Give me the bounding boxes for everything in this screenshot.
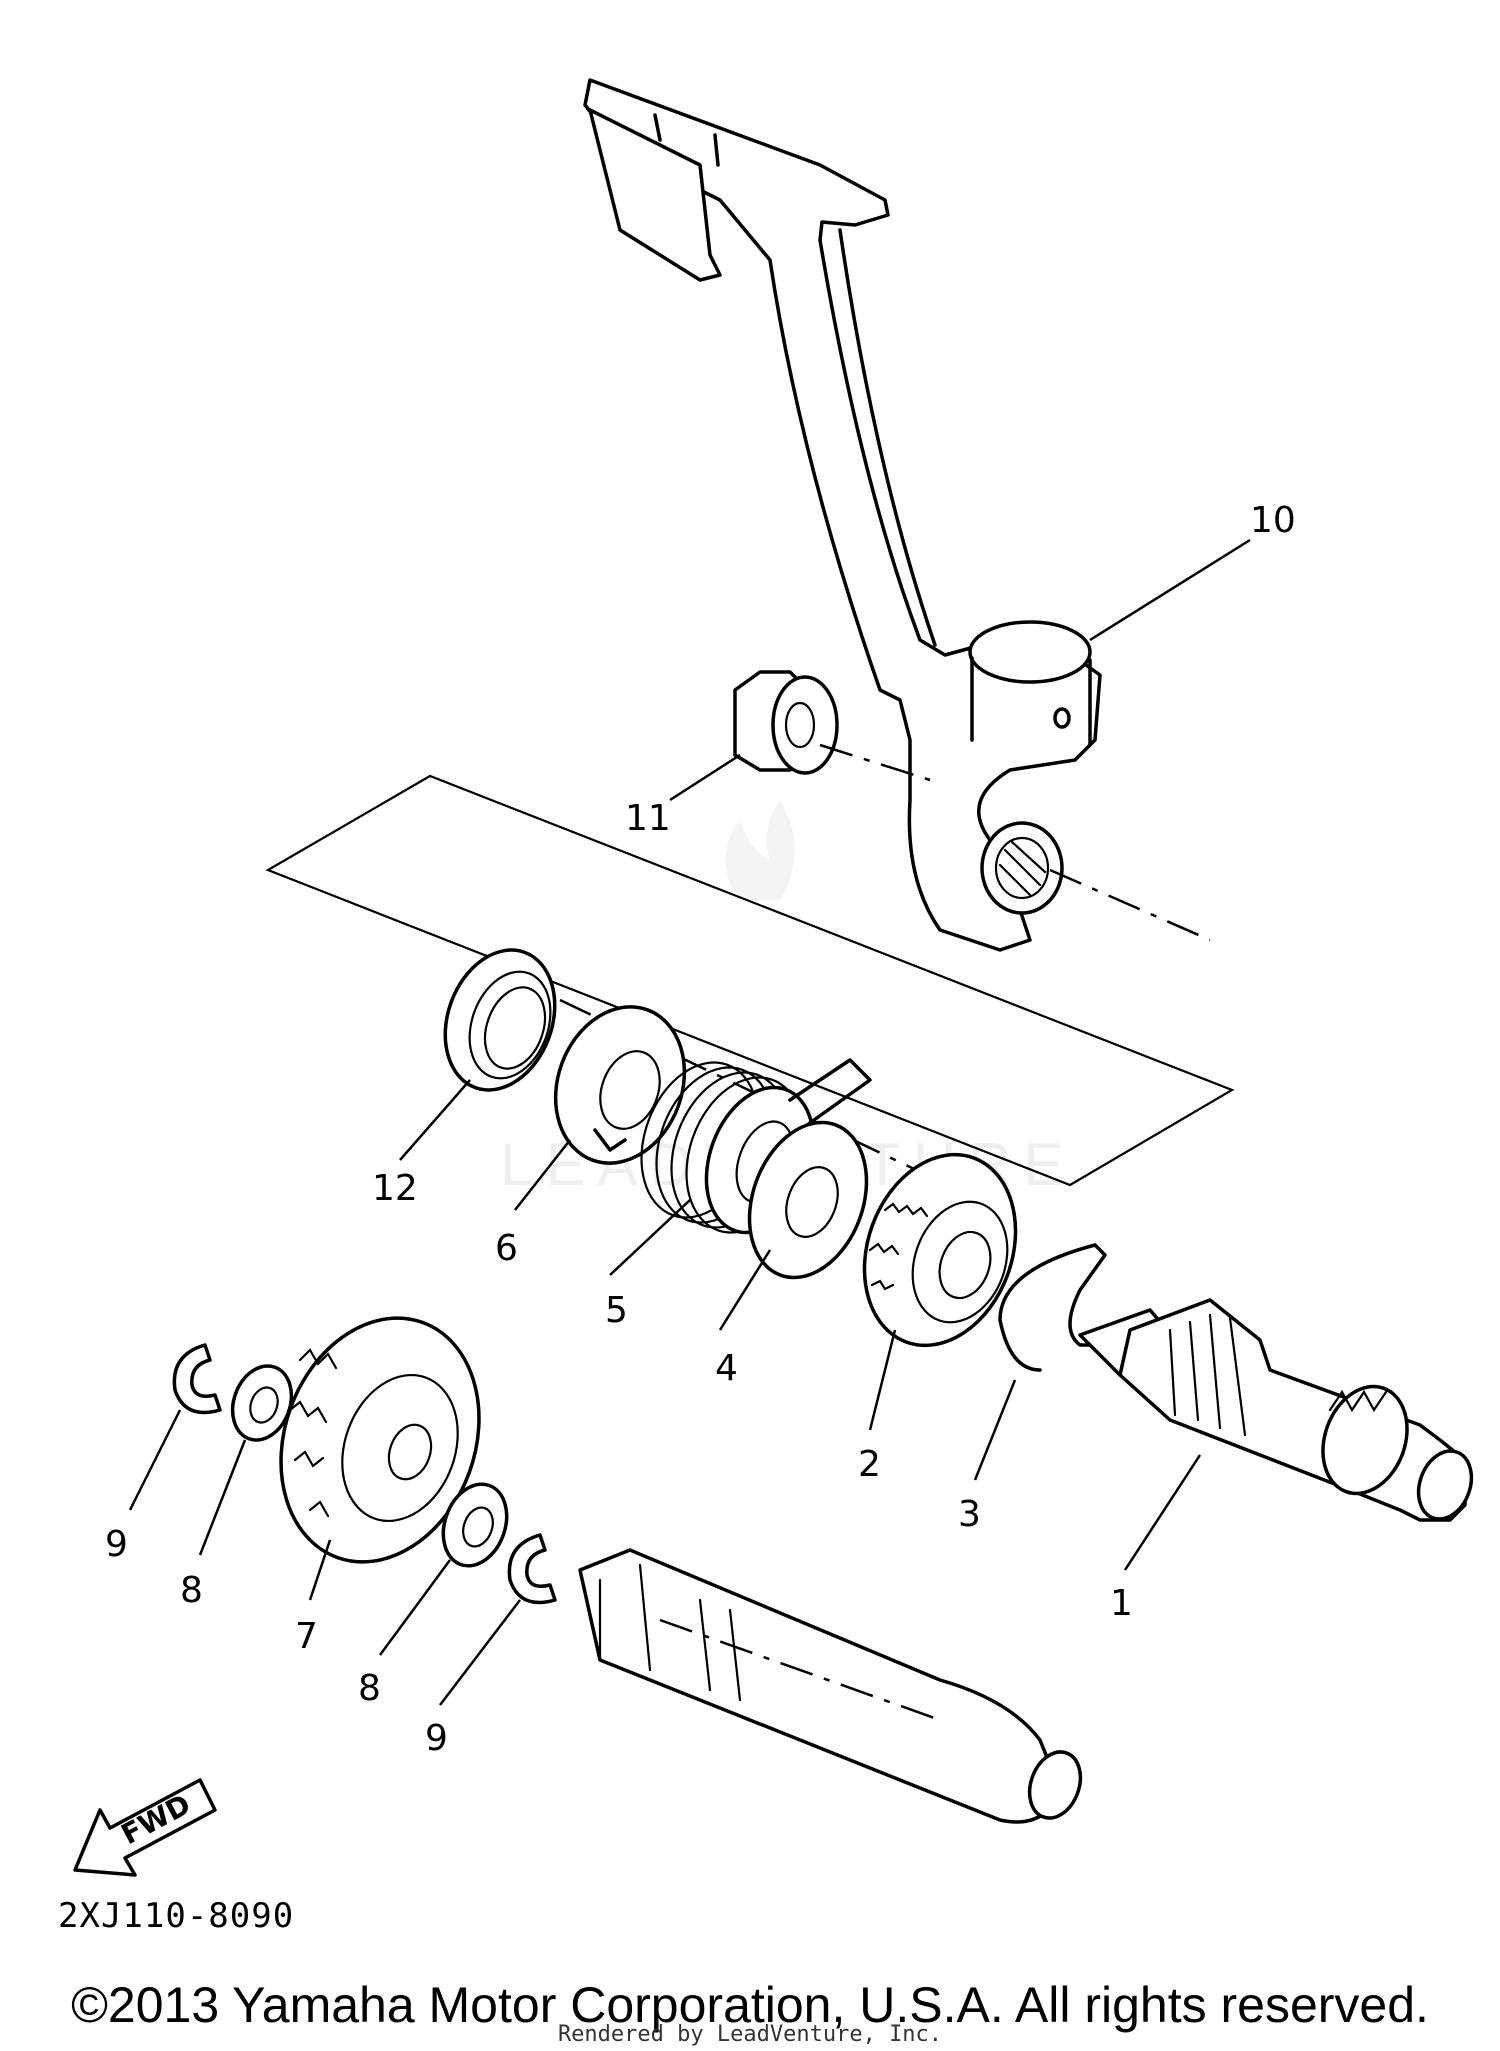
collar <box>553 1005 687 1165</box>
kick-axle <box>1078 1298 1474 1522</box>
copyright-notice: ©2013 Yamaha Motor Corporation, U.S.A. A… <box>71 1977 1429 2033</box>
fwd-arrow-icon: FWD <box>73 1778 217 1877</box>
circlip-left <box>172 1343 222 1415</box>
callout-8-left: 8 <box>180 1570 203 1611</box>
callout-9-left: 9 <box>105 1524 128 1565</box>
part-code: 2XJ110-8090 <box>58 1896 295 1936</box>
kick-lever <box>583 78 1102 952</box>
washer-left <box>230 1364 294 1442</box>
callout-11: 11 <box>625 798 671 839</box>
oil-seal <box>443 948 557 1092</box>
spring-clip <box>998 1243 1107 1372</box>
leader-lines <box>128 538 1251 1706</box>
reference-box <box>265 774 1235 1187</box>
ratchet-wheel <box>862 1152 1018 1348</box>
callout-9-right: 9 <box>425 1718 448 1759</box>
main-shaft <box>578 1548 1083 1824</box>
callout-1: 1 <box>1110 1583 1133 1624</box>
idler-gear <box>279 1316 481 1564</box>
callout-labels: 10 11 12 6 5 4 2 3 1 9 8 7 8 9 <box>105 500 1296 1759</box>
callout-8-right: 8 <box>358 1668 381 1709</box>
washer-4 <box>747 1120 869 1280</box>
circlip-right <box>507 1533 557 1605</box>
callout-10: 10 <box>1250 500 1296 541</box>
callout-12: 12 <box>372 1168 418 1209</box>
callout-7: 7 <box>295 1616 318 1657</box>
callout-2: 2 <box>858 1444 881 1485</box>
callout-5: 5 <box>605 1290 628 1331</box>
rendered-by-notice: Rendered by LeadVenture, Inc. <box>557 2022 943 2047</box>
callout-4: 4 <box>715 1348 738 1389</box>
washer-right <box>441 1482 509 1568</box>
callout-6: 6 <box>495 1228 518 1269</box>
callout-3: 3 <box>958 1494 981 1535</box>
nut-part <box>733 670 839 775</box>
